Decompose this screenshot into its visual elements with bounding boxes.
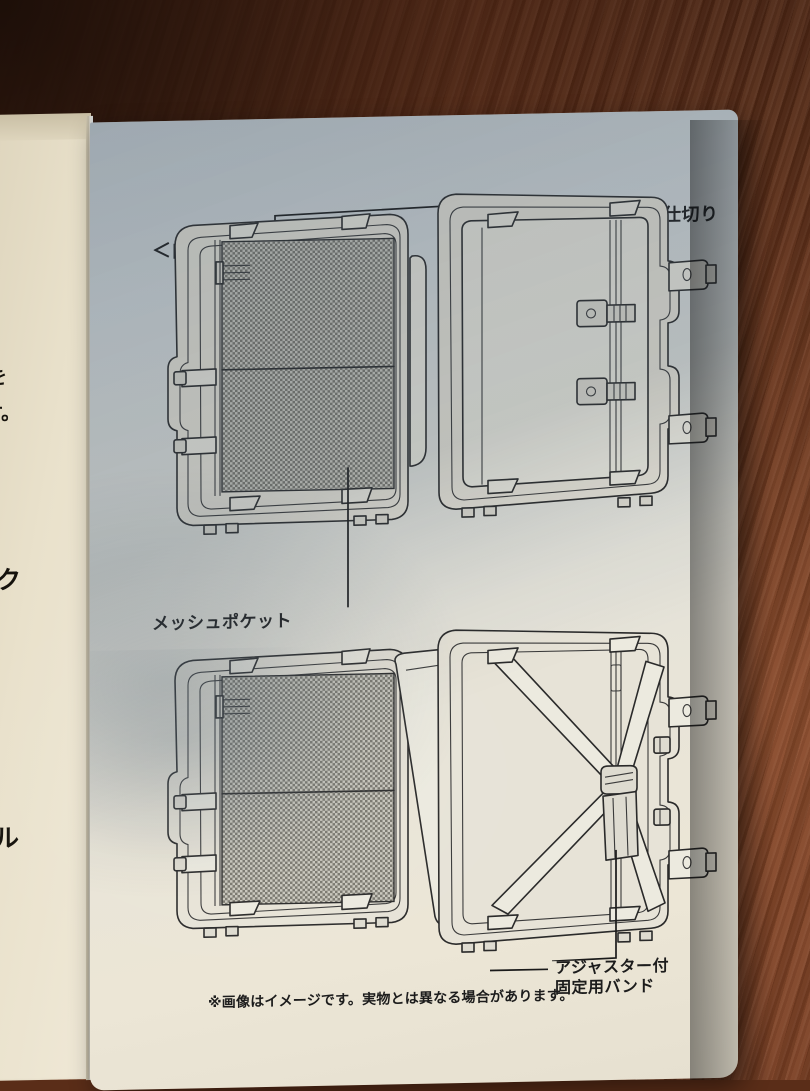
suitcase-hinge-top	[410, 256, 426, 467]
suitcase-right-shell-top	[438, 189, 716, 518]
mesh-pocket-panel-bottom	[216, 673, 394, 905]
right-page-content: ＜内側＞ フラップ式中仕切り メッシュポケット アジャスター付 固定用バンド ※…	[90, 109, 738, 1090]
mesh-pocket-panel-top	[216, 238, 394, 492]
diagram-open-suitcase-bottom	[90, 617, 738, 970]
left-page-fragment-4: ロック	[0, 560, 21, 597]
lock-lug-upper-bottom-diagram	[669, 696, 716, 727]
left-page-fragment-3: します。	[0, 398, 20, 426]
left-page-fragment-2: タンを	[0, 363, 7, 391]
suitcase-left-shell-top	[168, 213, 408, 535]
suitcase-left-shell-bottom	[168, 648, 408, 938]
diagram-open-suitcase-top	[90, 169, 738, 612]
suitcase-right-shell-bottom	[438, 625, 716, 953]
lock-lug-upper-top-diagram	[669, 260, 716, 291]
left-page-fragment-5: ンドル	[0, 818, 19, 855]
lock-lug-lower-bottom-diagram	[669, 848, 716, 879]
instruction-booklet: ドル タンを します。 ロック ンドル ＜内側＞ フラップ式中仕切り メッシュポ…	[0, 88, 780, 1088]
leader-line-fixing-band-tail	[490, 956, 610, 998]
lock-lug-lower-top-diagram	[669, 413, 716, 444]
left-page-text-clip: ドル タンを します。 ロック ンドル	[0, 117, 86, 1079]
